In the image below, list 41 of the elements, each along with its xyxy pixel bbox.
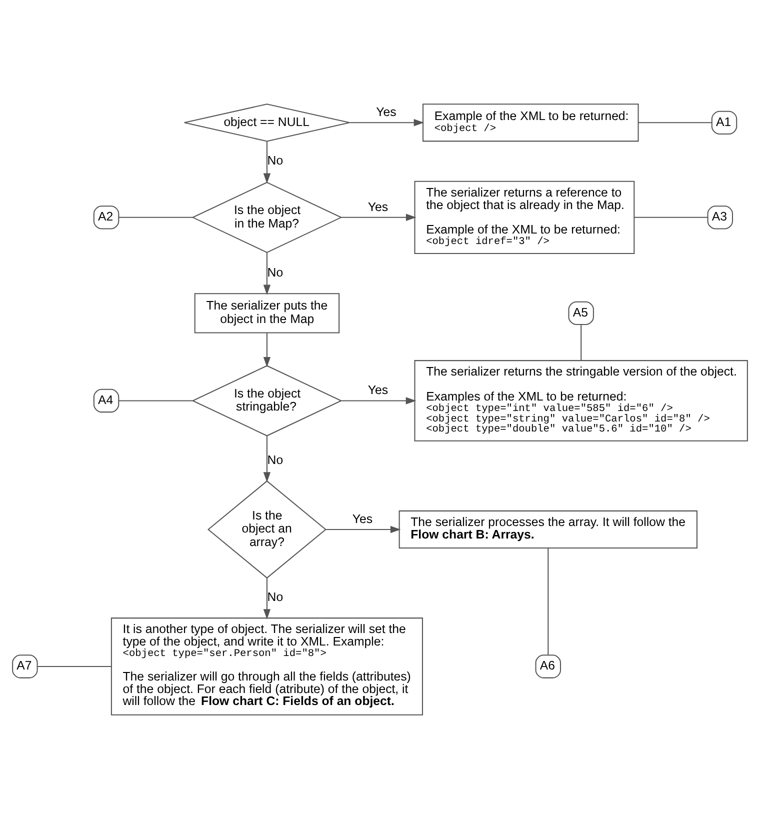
arrow xyxy=(263,252,271,296)
connector xyxy=(638,122,712,124)
edge-label: No xyxy=(267,153,284,168)
edge-label: Yes xyxy=(352,512,373,526)
edge-label: No xyxy=(267,590,284,604)
arrow xyxy=(326,526,401,534)
node-box: A7 xyxy=(12,654,38,678)
arrow xyxy=(263,142,271,184)
node-box: The serializer puts the object in the Map xyxy=(194,293,340,334)
node-box: A6 xyxy=(535,654,562,678)
node-diamond: Is the object stringable? xyxy=(192,365,342,436)
node-box: The serializer returns a reference to the object that is already in the Map. Example of the XML to be returned: <object idref="3" /> xyxy=(414,180,635,254)
node-box: Example of the XML to be returned: <object /> xyxy=(422,104,639,142)
arrow xyxy=(341,214,416,222)
arrow xyxy=(263,436,271,482)
node-box: A3 xyxy=(707,206,734,230)
connector xyxy=(580,324,582,360)
node-box: The serializer processes the array. It will follow the Flow chart B: Arrays. xyxy=(398,510,698,549)
node-box: A2 xyxy=(93,206,120,230)
node-diamond: Is the object in the Map? xyxy=(192,182,342,253)
edge-label: Yes xyxy=(368,200,388,214)
node-box: A4 xyxy=(93,388,120,413)
arrow xyxy=(263,578,271,620)
edge-label: No xyxy=(267,453,284,468)
connector xyxy=(118,216,193,218)
connector xyxy=(634,216,708,218)
edge-label: No xyxy=(267,266,284,280)
arrow xyxy=(341,397,416,404)
node-box: It is another type of object. The serializer will set the type of the object, and write it to XML. Example: <object type="ser.Person" id="8"> The serializer will go through all the fields (attributes) of the object. For each field (atribute) of the object, it will follow the Flow chart C: Fields of an object. xyxy=(110,618,423,716)
node-box: The serializer returns the stringable version of the object. Examples of the XML to be returned: <object type="int" value="585" id="6" /> <object type="string" value="Carlos" id="8" /> <object type="double" value"5.6" id="10" /> xyxy=(414,360,748,442)
arrow xyxy=(350,119,424,126)
edge-label: Yes xyxy=(376,105,396,120)
connector xyxy=(38,666,112,667)
connector xyxy=(548,548,549,655)
node-diamond: object == NULL xyxy=(184,104,350,142)
edge-label: Yes xyxy=(368,383,388,398)
connector xyxy=(118,400,193,402)
node-box: A1 xyxy=(711,110,738,134)
node-box: A5 xyxy=(568,301,594,326)
node-diamond: Is the object an array? xyxy=(207,480,326,579)
arrow xyxy=(263,332,271,368)
